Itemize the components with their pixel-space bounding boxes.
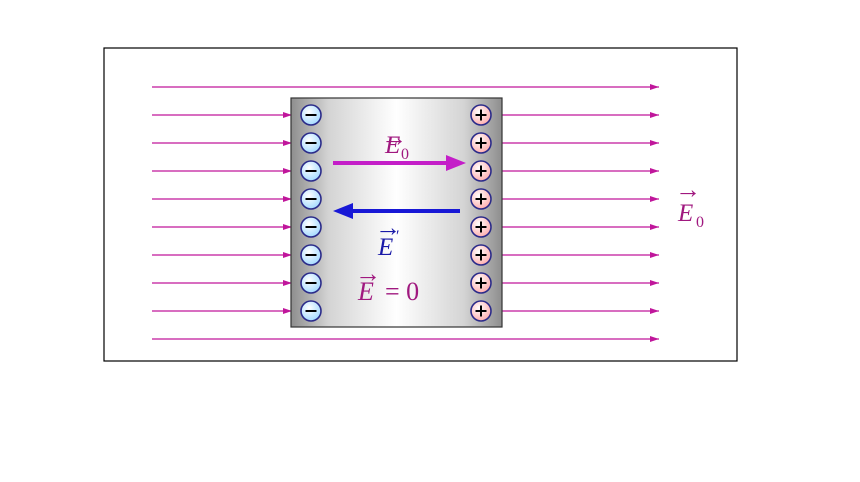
- svg-text:→: →: [355, 259, 381, 288]
- negative-charge-icon: [300, 300, 322, 322]
- e-prime-label: → E ′: [375, 213, 401, 261]
- svg-text:→: →: [675, 175, 701, 204]
- negative-charge-icon: [300, 216, 322, 238]
- field-line: [152, 140, 659, 146]
- svg-text:E: E: [384, 132, 400, 159]
- field-line: [152, 280, 659, 286]
- e0-outer-label: → E 0: [675, 175, 704, 231]
- svg-text:E: E: [357, 277, 374, 306]
- field-line: [152, 168, 659, 174]
- e-zero-label: → E = 0: [355, 259, 419, 306]
- positive-charge-icon: [470, 160, 492, 182]
- svg-text:0: 0: [696, 214, 704, 231]
- field-lines: [152, 84, 659, 342]
- negative-charge-icon: [300, 132, 322, 154]
- e-prime-arrow: [333, 203, 460, 219]
- svg-text:→: →: [381, 123, 407, 152]
- negative-charge-icon: [300, 244, 322, 266]
- field-line: [152, 224, 659, 230]
- field-line: [152, 196, 659, 202]
- negative-charge-icon: [300, 160, 322, 182]
- positive-charges: [470, 104, 492, 322]
- positive-charge-icon: [470, 244, 492, 266]
- negative-charge-icon: [300, 272, 322, 294]
- negative-charges: [300, 104, 322, 322]
- svg-text:E: E: [677, 200, 693, 227]
- field-line: [152, 336, 659, 342]
- svg-text:= 0: = 0: [385, 277, 419, 306]
- positive-charge-icon: [470, 104, 492, 126]
- field-line: [152, 308, 659, 314]
- negative-charge-icon: [300, 188, 322, 210]
- svg-text:′: ′: [396, 228, 400, 245]
- positive-charge-icon: [470, 272, 492, 294]
- e0-inner-arrow: [333, 155, 466, 171]
- arrow-left-icon: [333, 203, 353, 219]
- arrow-right-icon: [446, 155, 466, 171]
- e0-inner-label: → E 0: [381, 123, 409, 163]
- svg-text:→: →: [375, 213, 401, 242]
- field-line: [152, 112, 659, 118]
- positive-charge-icon: [470, 132, 492, 154]
- positive-charge-icon: [470, 188, 492, 210]
- positive-charge-icon: [470, 300, 492, 322]
- field-line: [152, 252, 659, 258]
- field-line: [152, 84, 659, 90]
- negative-charge-icon: [300, 104, 322, 126]
- svg-text:E: E: [377, 234, 393, 261]
- svg-text:0: 0: [401, 146, 409, 163]
- positive-charge-icon: [470, 216, 492, 238]
